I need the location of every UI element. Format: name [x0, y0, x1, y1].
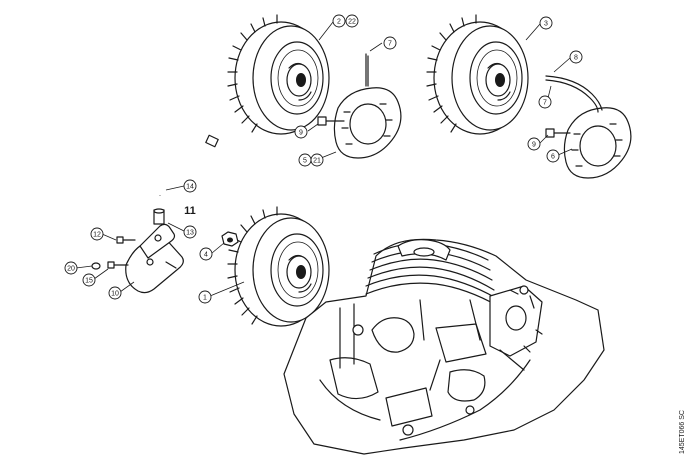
callout-2-22: 2 22 — [332, 14, 359, 28]
flywheel-middle — [227, 206, 330, 327]
callout-3: 3 — [539, 16, 553, 30]
callout-9-top-left: 9 — [294, 125, 308, 139]
callout-label: 1 — [203, 295, 207, 302]
callout-label: 8 — [574, 55, 578, 62]
callout-10: 10 — [108, 286, 122, 300]
plug-terminal — [153, 208, 165, 225]
nut-4 — [221, 231, 239, 247]
callout-15: 15 — [82, 273, 96, 287]
callout-4: 4 — [199, 247, 213, 261]
callout-label: 9 — [299, 130, 303, 137]
ignition-lead — [158, 130, 219, 196]
leader-lines — [75, 21, 573, 297]
callout-5-21: 5 21 — [298, 153, 324, 167]
screw-15 — [107, 261, 129, 269]
callout-7-top-right: 7 — [538, 95, 552, 109]
stator-top-left — [333, 53, 402, 159]
callout-label: 13 — [186, 230, 194, 237]
callout-14: 14 — [183, 179, 197, 193]
callout-label: 10 — [111, 291, 119, 298]
screw-top-left — [317, 116, 345, 126]
callout-8: 8 — [569, 50, 583, 64]
engine-crankcase — [283, 238, 605, 455]
callout-label: 12 — [93, 232, 101, 239]
screw-top-right — [545, 128, 571, 138]
callout-label: 21 — [313, 158, 321, 165]
flywheel-top-right — [426, 14, 529, 135]
ignition-module — [125, 223, 184, 294]
callout-1: 1 — [198, 290, 212, 304]
callout-label: 15 — [85, 278, 93, 285]
callout-label: 5 — [303, 158, 307, 165]
flywheel-top-left — [227, 14, 330, 135]
stator-top-right — [545, 75, 632, 179]
callout-label: 9 — [532, 142, 536, 149]
callout-label: 14 — [186, 184, 194, 191]
callout-11: 11 — [184, 205, 196, 217]
callout-label: 6 — [551, 154, 555, 161]
callout-9-top-right: 9 — [527, 137, 541, 151]
callout-label: 20 — [67, 266, 75, 273]
callout-label: 7 — [543, 100, 547, 107]
callout-12: 12 — [90, 227, 104, 241]
drawing-code: 145ET066 SC — [679, 410, 686, 454]
callout-label: 22 — [348, 19, 356, 26]
callout-20: 20 — [64, 261, 78, 275]
callout-label: 7 — [388, 41, 392, 48]
callout-label: 2 — [337, 19, 341, 26]
callout-label: 3 — [544, 21, 548, 28]
screw-12 — [116, 236, 136, 244]
callout-7-top-left: 7 — [383, 36, 397, 50]
callout-13: 13 — [183, 225, 197, 239]
washer-20 — [91, 262, 101, 270]
callout-6: 6 — [546, 149, 560, 163]
callout-label: 11 — [184, 205, 196, 217]
callout-label: 4 — [204, 252, 208, 259]
